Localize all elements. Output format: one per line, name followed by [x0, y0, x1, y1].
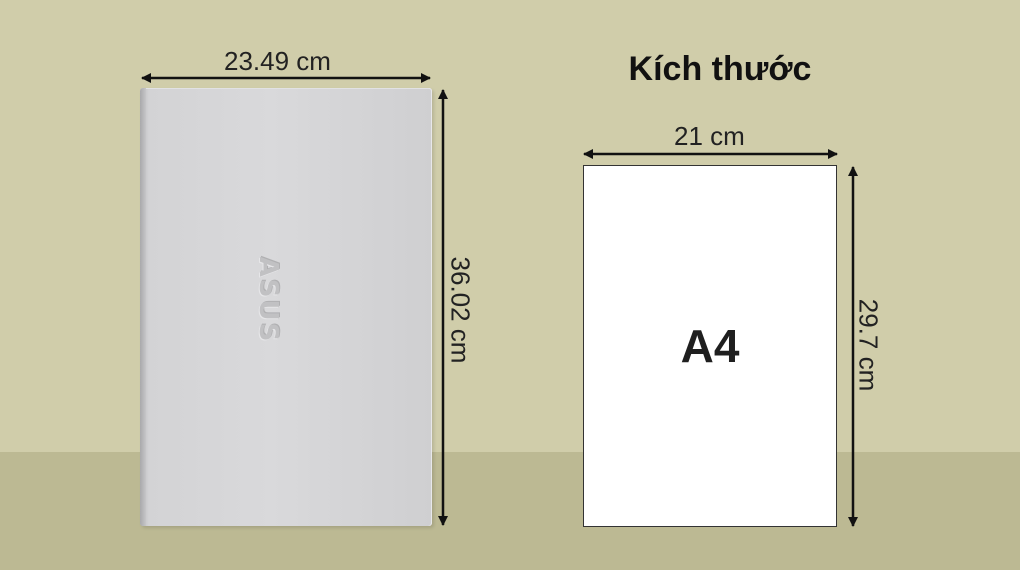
laptop-width-label: 23.49 cm — [224, 46, 331, 76]
paper-size-label: A4 — [680, 320, 740, 372]
paper-width-label: 21 cm — [674, 121, 745, 151]
page-title: Kích thước — [628, 50, 812, 88]
laptop-lid — [140, 88, 432, 526]
a4-paper-sheet: A4 — [583, 165, 837, 527]
laptop-hinge-edge — [140, 88, 146, 526]
